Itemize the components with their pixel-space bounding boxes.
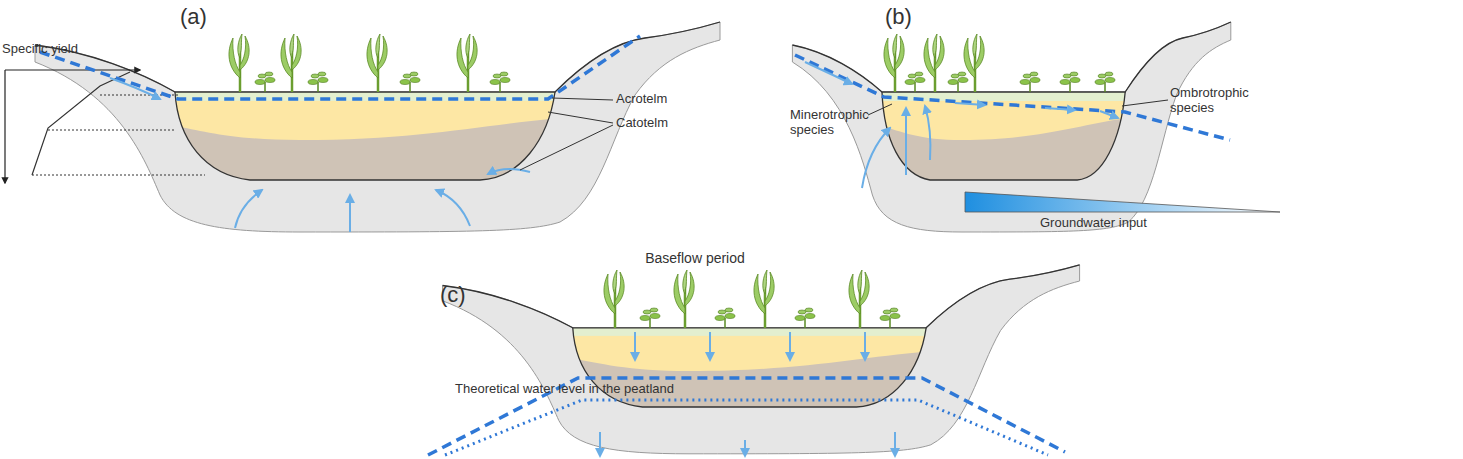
panel-c [428, 265, 1080, 456]
panel-a [5, 22, 720, 232]
gradient-label: Groundwater input [1040, 216, 1147, 231]
period-heading: Baseflow period [645, 250, 745, 266]
axis-label: Specific yield [2, 42, 78, 57]
layer-label: Catotelm [616, 116, 668, 131]
vegetation-label: Ombrotrophic species [1170, 86, 1260, 116]
panel-b [792, 22, 1280, 232]
vegetation-label: Minerotrophic species [790, 108, 875, 138]
panel-letter: (c) [440, 282, 466, 307]
annotation-label: Theoretical water level in the peatland [455, 382, 674, 397]
panel-letter: (b) [885, 4, 912, 29]
panel-letter: (a) [180, 4, 207, 29]
layer-label: Acrotelm [616, 92, 667, 107]
